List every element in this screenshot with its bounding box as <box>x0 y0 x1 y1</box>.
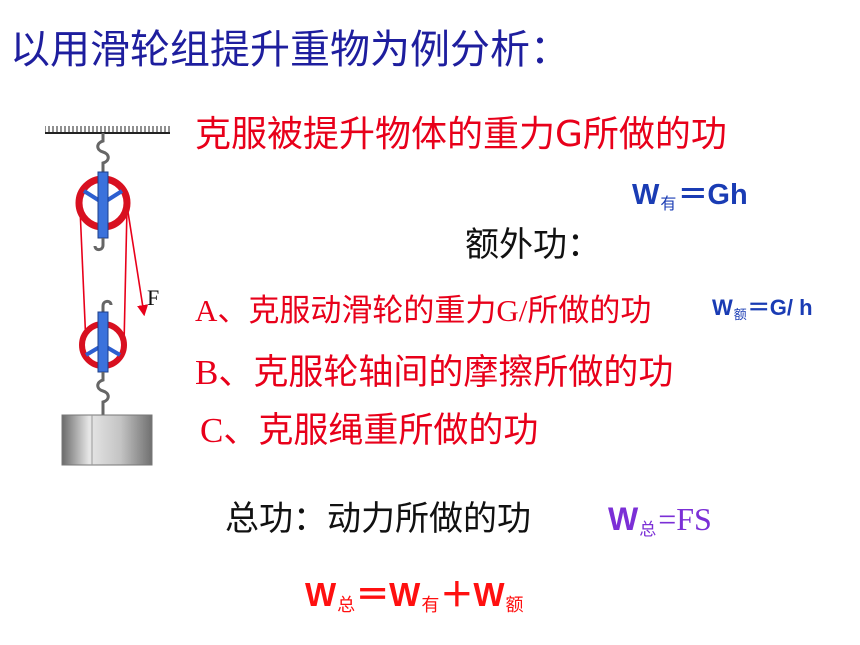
hook-icon <box>101 299 113 312</box>
force-label: F <box>147 285 160 310</box>
pulley-frame <box>97 171 109 239</box>
total-work-formula: W总=FS <box>608 501 712 539</box>
summary-equals-w: ＝W <box>356 576 421 613</box>
hook-icon <box>93 238 105 252</box>
formula-expression: =FS <box>658 501 712 537</box>
force-arrow-icon <box>127 211 149 317</box>
formula-symbol: W <box>608 501 639 537</box>
summary-plus-w: ＋W <box>440 576 505 613</box>
useful-work-description: 克服被提升物体的重力G所做的功 <box>195 114 727 155</box>
extra-work-heading: 额外功： <box>465 225 601 265</box>
formula-symbol: W <box>712 295 733 320</box>
formula-subscript: 有 <box>660 194 677 213</box>
useful-work-formula: W有＝Gh <box>632 179 748 213</box>
summary-sub-useful: 有 <box>421 595 440 616</box>
rope-left <box>79 207 87 346</box>
pulley-diagram <box>45 126 170 466</box>
weight-icon <box>61 414 153 466</box>
formula-expression: ＝G/ h <box>747 295 813 320</box>
hook-icon <box>96 372 110 415</box>
summary-sub-extra: 额 <box>505 595 524 616</box>
hook-icon <box>96 133 110 172</box>
formula-subscript: 总 <box>639 520 657 540</box>
ceiling-hatch <box>45 126 170 133</box>
rope-right <box>123 207 128 346</box>
formula-symbol: W <box>632 179 660 211</box>
extra-work-item-c: C、克服绳重所做的功 <box>200 411 539 450</box>
extra-work-item-a: A、克服动滑轮的重力G/所做的功 <box>195 293 652 328</box>
extra-work-item-b: B、克服轮轴间的摩擦所做的功 <box>195 353 674 392</box>
summary-sub-total: 总 <box>337 595 356 616</box>
slide-title: 以用滑轮组提升重物为例分析： <box>10 27 570 73</box>
formula-expression: ＝Gh <box>678 179 748 211</box>
summary-formula: W总＝W有＋W额 <box>305 576 524 615</box>
summary-w-total: W <box>305 576 337 613</box>
pulley-frame <box>97 311 109 373</box>
total-work-heading: 总功：动力所做的功 <box>225 499 531 539</box>
formula-subscript: 额 <box>733 308 747 323</box>
extra-work-formula: W额＝G/ h <box>712 295 813 323</box>
